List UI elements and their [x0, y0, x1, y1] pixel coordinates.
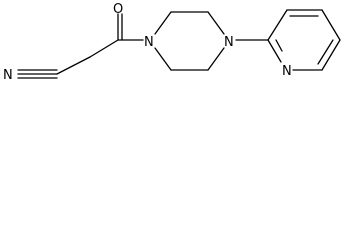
ch2-to-nitrile-bond [56, 56, 91, 75]
piperazine-n4-label: N [224, 35, 234, 50]
structure-svg: O N N N N [3, 2, 341, 83]
pyridine-ring [267, 9, 341, 71]
piperazine-n1-label: N [144, 35, 154, 50]
piperazine-ring [154, 11, 225, 71]
ch2-to-carbonyl-bond [89, 39, 119, 58]
nitrile-nitrogen-label: N [3, 68, 13, 83]
pyridine-nitrogen-label: N [282, 64, 292, 79]
nitrile-triple-bond [17, 69, 58, 79]
oxygen-label: O [113, 2, 123, 17]
chemical-structure-diagram: O N N N N [0, 0, 351, 86]
carbonyl-double-bond [117, 13, 123, 41]
